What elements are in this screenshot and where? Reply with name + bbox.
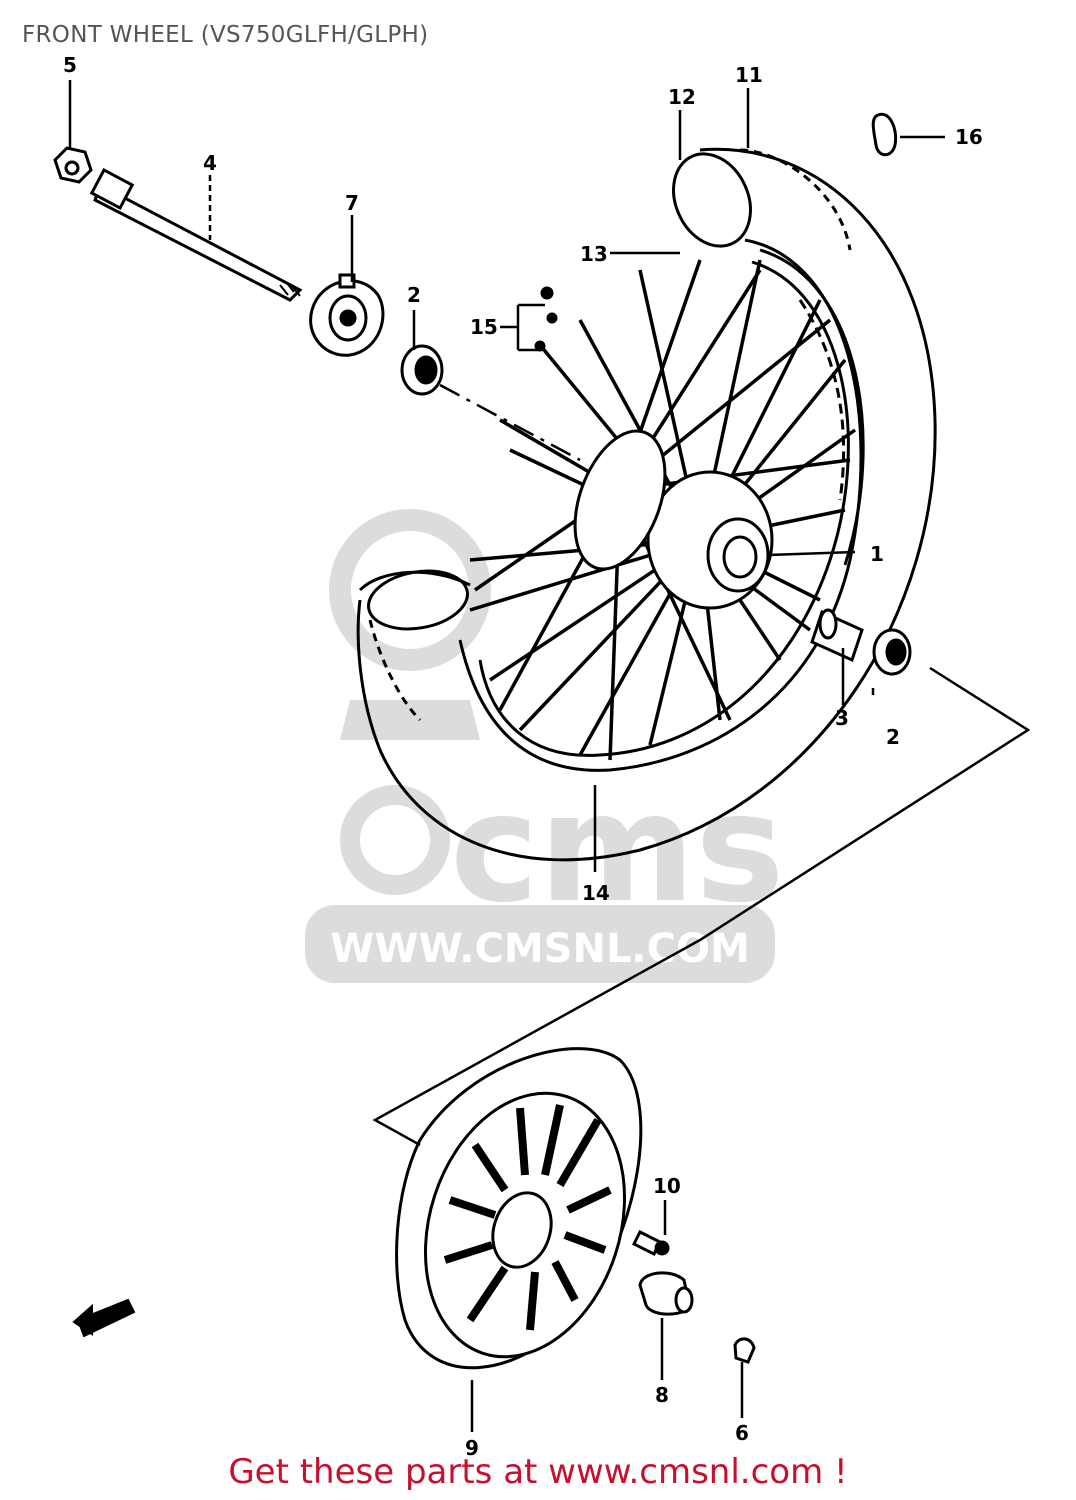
callout-6: 6: [735, 1421, 749, 1445]
bearing-left: [400, 344, 444, 396]
spoke-nipples: [534, 286, 558, 352]
callout-labels: 1 2 2 3 4 5 6 7 8 9 10 11 12 13 14 15 16: [63, 53, 983, 1460]
brake-disc: [395, 1047, 643, 1370]
axle-nut: [53, 146, 93, 184]
washer-6: [733, 1337, 756, 1364]
callout-12: 12: [668, 85, 696, 109]
assembly-guide-lines: [372, 383, 1031, 1147]
callout-13: 13: [580, 242, 608, 266]
page-title: FRONT WHEEL (VS750GLFH/GLPH): [22, 22, 429, 48]
callout-14: 14: [582, 881, 610, 905]
callout-9: 9: [465, 1436, 479, 1460]
callout-7: 7: [345, 191, 359, 215]
callout-8: 8: [655, 1383, 669, 1407]
callout-4: 4: [203, 151, 217, 175]
front-axle: [89, 167, 303, 302]
callout-2-left: 2: [407, 283, 421, 307]
spacer: [810, 608, 864, 663]
watermark-url: WWW.CMSNL.COM: [330, 926, 750, 972]
callout-2-right: 2: [886, 725, 900, 749]
bearing-right: [872, 628, 912, 676]
leader-lines: [68, 80, 945, 1432]
callout-5: 5: [63, 53, 77, 77]
callout-10: 10: [653, 1174, 681, 1198]
watermark: cms WWW.CMSNL.COM: [305, 509, 785, 983]
rim: [478, 248, 865, 757]
callout-11: 11: [735, 63, 763, 87]
hub: [573, 429, 774, 610]
tyre: [356, 147, 937, 862]
footer-link-text[interactable]: Get these parts at www.cmsnl.com !: [228, 1452, 848, 1492]
callout-3: 3: [835, 706, 849, 730]
front-direction-arrow: [72, 1298, 136, 1338]
collar: [638, 1271, 694, 1316]
speedometer-gearbox: [309, 273, 385, 357]
air-valve: [871, 112, 898, 157]
callout-15: 15: [470, 315, 498, 339]
disc-bolt: [631, 1229, 670, 1257]
callout-1: 1: [870, 542, 884, 566]
callout-16: 16: [955, 125, 983, 149]
